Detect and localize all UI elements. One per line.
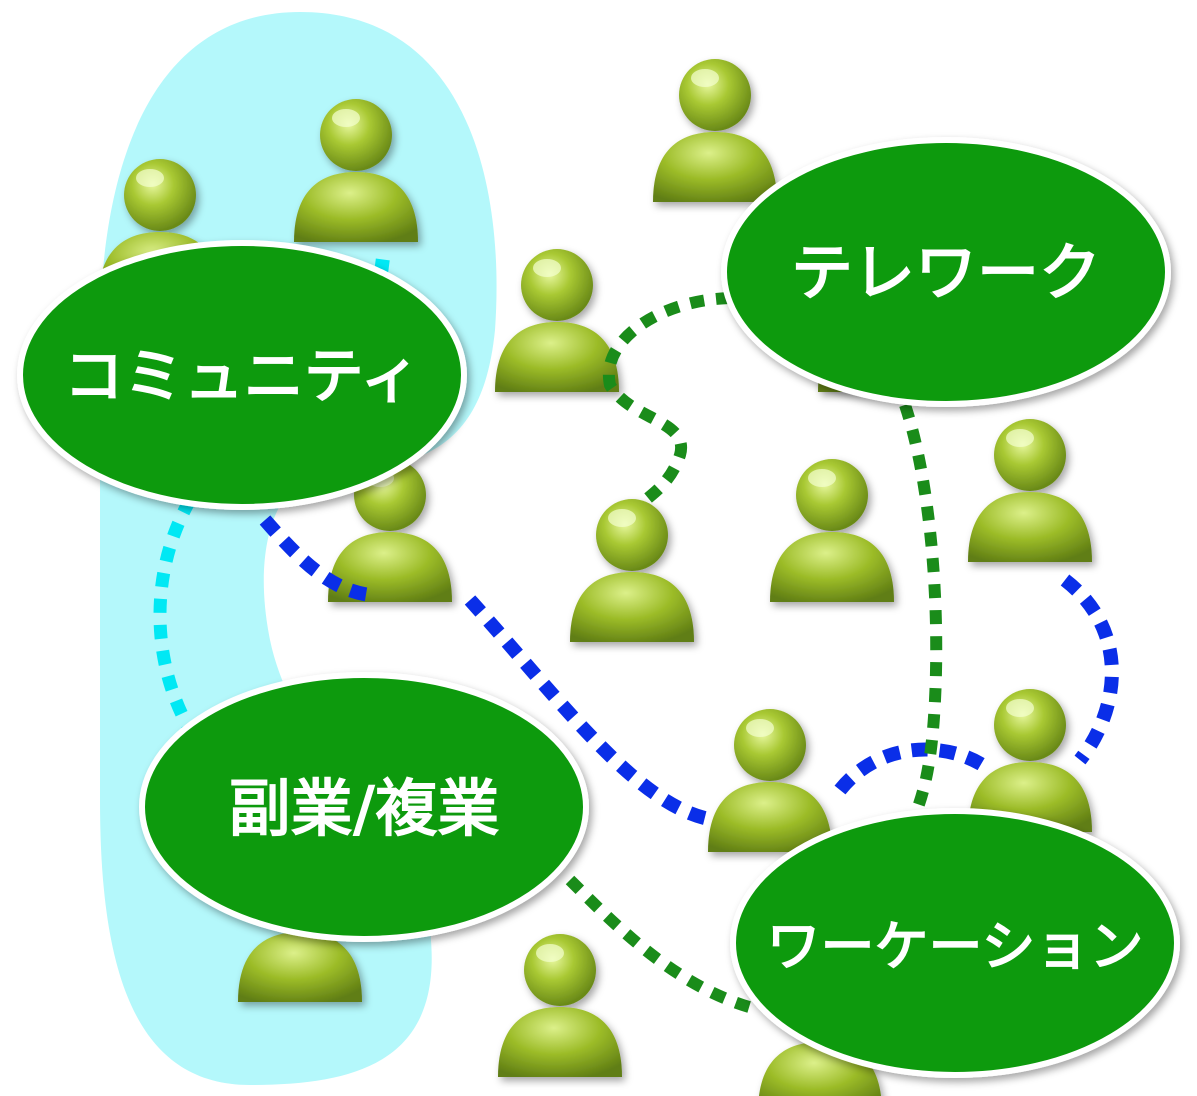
node-community[interactable]: コミュニティ — [17, 240, 467, 510]
blue-link-community-workation — [259, 515, 372, 602]
connection-lines — [153, 258, 1119, 1016]
label-community: コミュニティ — [64, 342, 420, 412]
green-link-telework-workation — [899, 403, 943, 818]
node-workation[interactable]: ワーケーション — [730, 808, 1180, 1078]
label-workation: ワーケーション — [767, 915, 1144, 978]
person-icon — [294, 99, 418, 242]
cyan-link-community-sidejob — [153, 496, 196, 734]
person-icon — [770, 459, 894, 602]
person-icon — [498, 934, 622, 1077]
green-link-sidejob-workation — [565, 875, 762, 1016]
label-side-job: 副業/複業 — [229, 772, 500, 845]
label-telework: テレワーク — [791, 236, 1101, 309]
node-side-job[interactable]: 副業/複業 — [139, 672, 589, 942]
person-icon — [653, 59, 777, 202]
blue-link-far-right — [1060, 574, 1119, 765]
person-icon — [495, 249, 619, 392]
blue-link-right-arc — [834, 742, 995, 795]
green-link-telework-center — [602, 292, 731, 510]
person-icon — [570, 499, 694, 642]
cyan-link-community-top — [374, 258, 399, 275]
person-icon — [968, 419, 1092, 562]
node-telework[interactable]: テレワーク — [721, 137, 1171, 407]
category-nodes: コミュニティ テレワーク 副業/複業 ワーケーション — [17, 137, 1180, 1078]
person-icon — [708, 709, 832, 852]
